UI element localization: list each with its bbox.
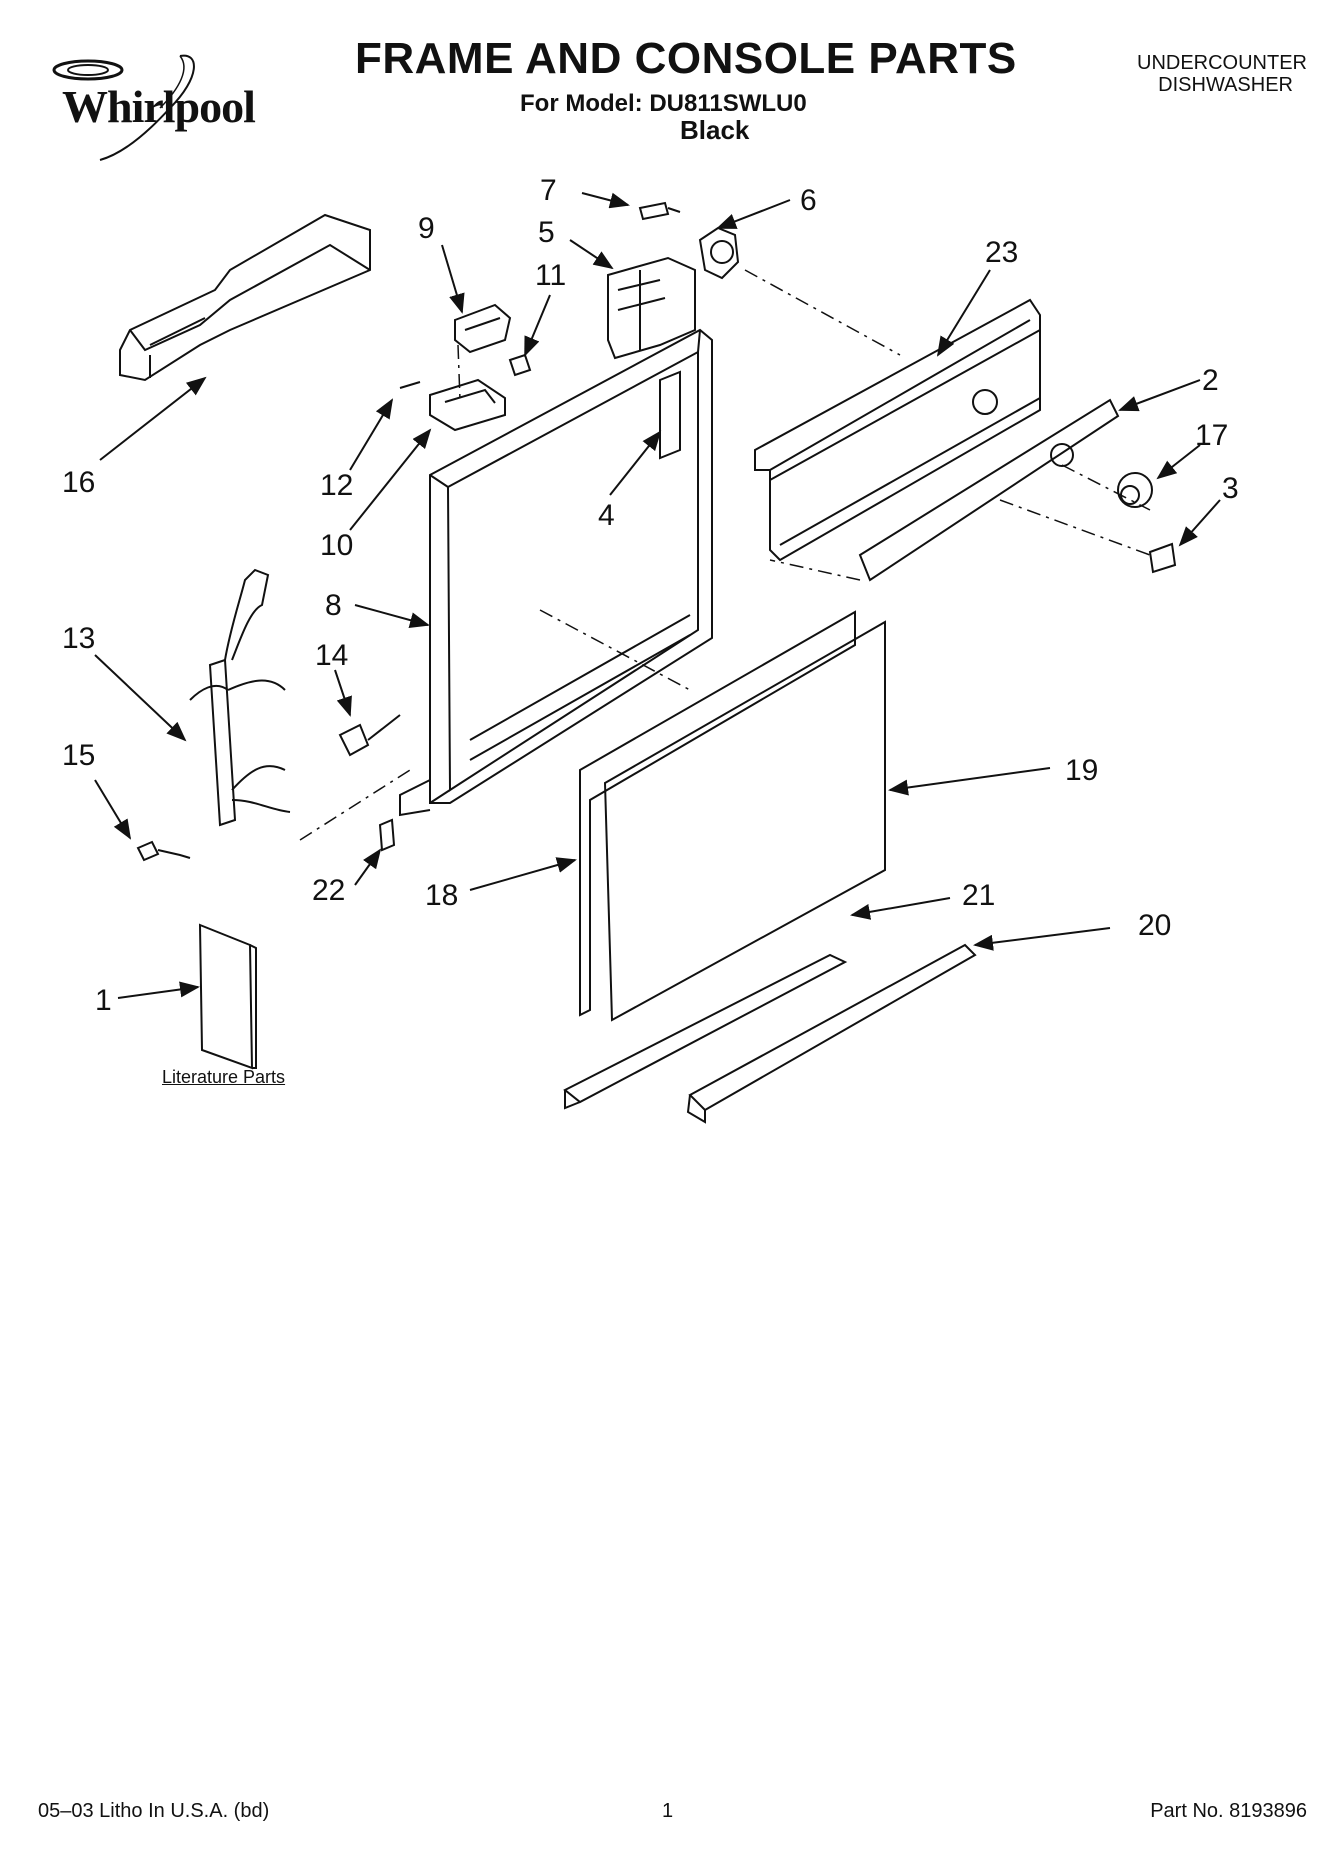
callout-8: 8 (325, 589, 342, 622)
leader-14 (334, 669, 352, 717)
part-9-latch (454, 303, 512, 354)
callout-14: 14 (315, 639, 348, 672)
part-3-button (1148, 542, 1177, 574)
callout-11: 11 (535, 259, 566, 292)
part-6-knob-bracket (698, 226, 740, 280)
callout-15: 15 (62, 739, 95, 772)
leader-22 (354, 848, 382, 886)
page-number: 1 (662, 1800, 674, 1822)
leader-17 (1156, 444, 1201, 480)
callout-13: 13 (62, 622, 95, 655)
part-1-literature-booklet (198, 923, 257, 1070)
leader-15 (94, 779, 132, 840)
callout-21: 21 (962, 879, 995, 912)
callout-10: 10 (320, 529, 353, 562)
callout-17: 17 (1195, 419, 1228, 452)
callout-19: 19 (1065, 754, 1098, 787)
callout-23: 23 (985, 236, 1018, 269)
part-5-switch (607, 256, 696, 360)
part-11-clip (508, 353, 532, 377)
leader-16 (99, 376, 207, 461)
leader-3 (1178, 499, 1221, 547)
leader-10 (349, 428, 432, 531)
leader-4 (609, 430, 662, 496)
product-type-line1: UNDERCOUNTER (1137, 52, 1307, 74)
part-12-pin (399, 381, 421, 389)
leader-5 (569, 239, 614, 270)
part-8-door-frame (399, 328, 713, 817)
leader-12 (349, 398, 394, 471)
leader-19 (888, 767, 1051, 796)
leader-11 (524, 294, 551, 357)
print-info: 05–03 Litho In U.S.A. (bd) (38, 1800, 270, 1822)
callout-3: 3 (1222, 472, 1239, 505)
model-number: For Model: DU811SWLU0 (520, 90, 807, 117)
literature-parts-label: Literature Parts (162, 1067, 286, 1087)
product-type-line2: DISHWASHER (1158, 74, 1293, 96)
callout-2: 2 (1202, 364, 1219, 397)
callout-4: 4 (598, 499, 615, 532)
part-7-screw (638, 201, 681, 221)
whirlpool-logo: Whirlpool (30, 48, 270, 168)
callout-1: 1 (95, 984, 112, 1017)
part-14-connector (338, 714, 401, 757)
leader-13 (94, 654, 187, 742)
leader-23 (936, 269, 991, 357)
leader-2 (1118, 379, 1201, 412)
leader-6 (716, 199, 791, 229)
leader-9 (441, 244, 465, 314)
part-2-control-panel (858, 398, 1120, 582)
part-15-screw (136, 840, 191, 862)
part-23-console (754, 298, 1041, 562)
part-10-latch-housing (429, 378, 506, 432)
callout-6: 6 (800, 184, 817, 217)
part-17-knob (1117, 472, 1153, 508)
leader-18 (469, 857, 577, 891)
leader-21 (850, 897, 951, 920)
logo-swirl-icon (52, 54, 195, 161)
leader-1 (117, 981, 200, 999)
callout-18: 18 (425, 879, 458, 912)
part-number: Part No. 8193896 (1150, 1800, 1307, 1822)
callout-16: 16 (62, 466, 95, 499)
callout-9: 9 (418, 212, 435, 245)
part-21-trim (563, 953, 848, 1110)
brand-name: Whirlpool (62, 81, 256, 132)
leader-20 (973, 927, 1111, 951)
part-20-toe-kick (686, 943, 977, 1124)
callout-20: 20 (1138, 909, 1171, 942)
part-19-door-panel (603, 620, 886, 1022)
page-title: FRAME AND CONSOLE PARTS (355, 34, 1017, 83)
part-16-vent-duct (119, 213, 371, 382)
callout-7: 7 (540, 174, 557, 207)
part-13-wire-harness (189, 568, 291, 827)
callout-12: 12 (320, 469, 353, 502)
callout-5: 5 (538, 216, 555, 249)
part-22-clip (378, 818, 396, 852)
leader-8 (354, 604, 430, 628)
part-18-door-liner (579, 610, 856, 1017)
color-variant: Black (680, 115, 750, 145)
leader-7 (581, 192, 630, 209)
callout-22: 22 (312, 874, 345, 907)
